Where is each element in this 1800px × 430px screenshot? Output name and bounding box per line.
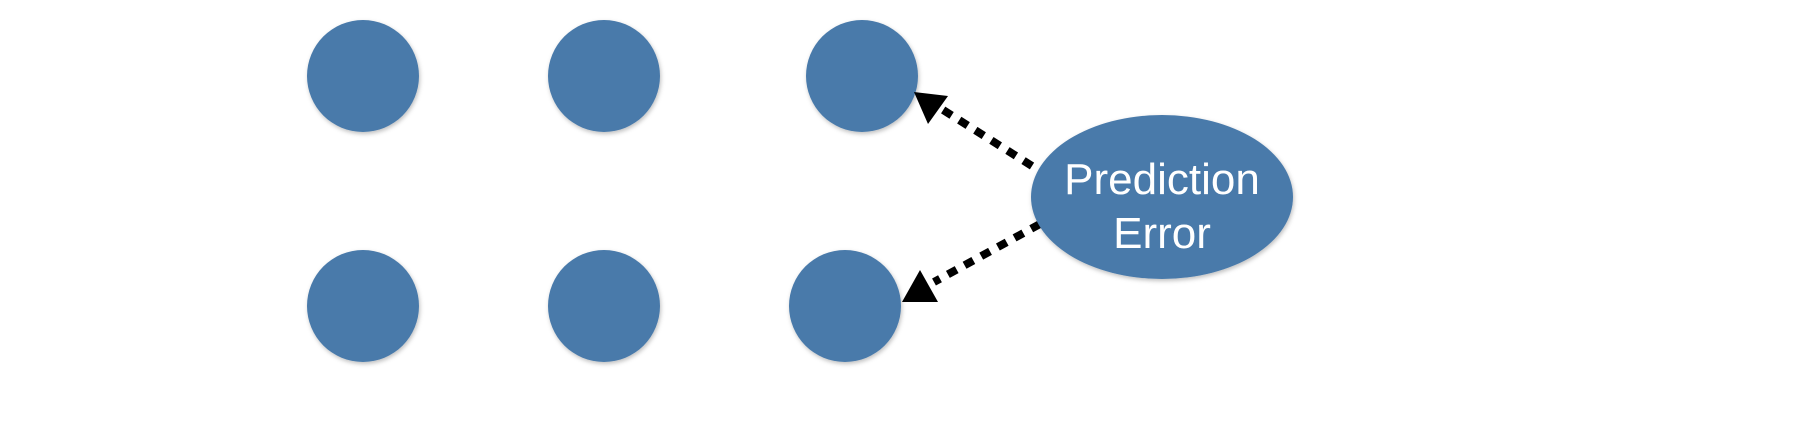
prediction-error-label-line1: Prediction — [1064, 155, 1260, 204]
node-bottom-3 — [789, 250, 901, 362]
prediction-error-ellipse — [1031, 115, 1293, 279]
prediction-error-node: Prediction Error — [1031, 115, 1293, 279]
node-bottom-2 — [548, 250, 660, 362]
node-bottom-1 — [307, 250, 419, 362]
node-top-3 — [806, 20, 918, 132]
arrow-to-top-node — [914, 92, 1035, 170]
prediction-error-label-line2: Error — [1113, 209, 1211, 258]
arrow-to-bottom-node — [902, 220, 1042, 302]
node-top-1 — [307, 20, 419, 132]
node-top-2 — [548, 20, 660, 132]
